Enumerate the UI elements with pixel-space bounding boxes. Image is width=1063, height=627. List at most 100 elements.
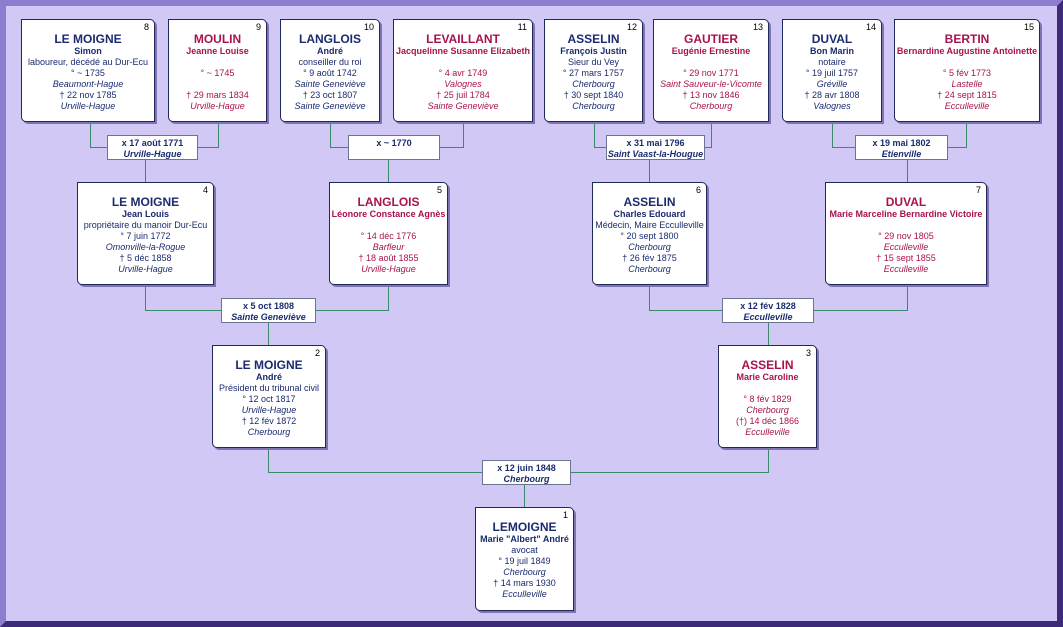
death-place: Urville-Hague bbox=[190, 101, 245, 111]
given-names: Marie Caroline bbox=[736, 372, 799, 382]
given-names: Simon bbox=[74, 46, 102, 56]
occupation: notaire bbox=[818, 57, 846, 67]
birth-date: ° 14 déc 1776 bbox=[360, 231, 417, 241]
surname: LEVAILLANT bbox=[426, 32, 500, 46]
birth-place: Omonville-la-Rogue bbox=[105, 242, 186, 252]
person-card-3[interactable]: 3 ASSELIN Marie Caroline ° 8 fév 1829 Ch… bbox=[718, 345, 817, 448]
person-card-12[interactable]: 12 ASSELIN François Justin Sieur du Vey … bbox=[544, 19, 643, 122]
death-date: † 22 nov 1785 bbox=[59, 90, 117, 100]
birth-place: Valognes bbox=[444, 79, 482, 89]
sosa-number: 4 bbox=[202, 185, 208, 195]
person-card-10[interactable]: 10 LANGLOIS André conseiller du roi ° 9 … bbox=[280, 19, 380, 122]
death-place: Ecculleville bbox=[502, 589, 547, 599]
person-card-2[interactable]: 2 LE MOIGNE André Président du tribunal … bbox=[212, 345, 326, 448]
surname: ASSELIN bbox=[623, 195, 676, 209]
occupation: Médecin, Maire Ecculleville bbox=[595, 220, 704, 230]
marriage-box: x 5 oct 1808 Sainte Geneviève bbox=[221, 298, 316, 323]
birth-date: ° 19 juil 1757 bbox=[805, 68, 859, 78]
birth-date: ° 8 fév 1829 bbox=[743, 394, 792, 404]
given-names: Jacquelinne Susanne Elizabeth bbox=[395, 46, 531, 56]
marriage-box: x ~ 1770 bbox=[348, 135, 440, 160]
person-card-11[interactable]: 11 LEVAILLANT Jacquelinne Susanne Elizab… bbox=[393, 19, 533, 122]
death-place: Sainte Geneviève bbox=[427, 101, 499, 111]
marriage-box: x 17 août 1771 Urville-Hague bbox=[107, 135, 198, 160]
death-date: † 29 mars 1834 bbox=[186, 90, 249, 100]
marriage-place: Etienville bbox=[881, 149, 922, 159]
sosa-number: 9 bbox=[255, 22, 261, 32]
death-date: † 25 juil 1784 bbox=[436, 90, 490, 100]
occupation: Sieur du Vey bbox=[567, 57, 620, 67]
marriage-place: Urville-Hague bbox=[123, 149, 182, 159]
birth-place: Lastelle bbox=[951, 79, 983, 89]
death-place: Sainte Geneviève bbox=[294, 101, 366, 111]
death-date: † 24 sept 1815 bbox=[937, 90, 997, 100]
marriage-date: x 5 oct 1808 bbox=[242, 301, 295, 311]
marriage-date: x ~ 1770 bbox=[376, 138, 412, 148]
birth-date: ° ~ 1735 bbox=[71, 68, 105, 78]
birth-date: ° 7 juin 1772 bbox=[120, 231, 171, 241]
death-date: † 30 sept 1840 bbox=[563, 90, 624, 100]
sosa-number: 14 bbox=[865, 22, 876, 32]
given-names: Léonore Constance Agnès bbox=[331, 209, 446, 219]
person-card-4[interactable]: 4 LE MOIGNE Jean Louis propriétaire du m… bbox=[77, 182, 214, 285]
person-card-6[interactable]: 6 ASSELIN Charles Edouard Médecin, Maire… bbox=[592, 182, 707, 285]
sosa-number: 12 bbox=[626, 22, 637, 32]
birth-place: Urville-Hague bbox=[241, 405, 297, 415]
death-place: Cherbourg bbox=[247, 427, 291, 437]
surname: DUVAL bbox=[811, 32, 853, 46]
sosa-number: 15 bbox=[1023, 22, 1034, 32]
birth-date: ° 4 avr 1749 bbox=[438, 68, 488, 78]
birth-place: Gréville bbox=[816, 79, 848, 89]
person-card-8[interactable]: 8 LE MOIGNE Simon laboureur, décédé au D… bbox=[21, 19, 155, 122]
given-names: Eugénie Ernestine bbox=[671, 46, 751, 56]
surname: LE MOIGNE bbox=[54, 32, 122, 46]
person-card-15[interactable]: 15 BERTIN Bernardine Augustine Antoinett… bbox=[894, 19, 1040, 122]
death-date: (†) 14 déc 1866 bbox=[735, 416, 800, 426]
surname: GAUTIER bbox=[684, 32, 738, 46]
birth-place: Barfleur bbox=[372, 242, 405, 252]
given-names: Marie Marceline Bernardine Victoire bbox=[829, 209, 983, 219]
marriage-date: x 17 août 1771 bbox=[121, 138, 184, 148]
marriage-box: x 31 mai 1796 Saint Vaast-la-Hougue bbox=[606, 135, 705, 160]
marriage-date: x 12 juin 1848 bbox=[497, 463, 556, 473]
person-card-7[interactable]: 7 DUVAL Marie Marceline Bernardine Victo… bbox=[825, 182, 987, 285]
surname: LANGLOIS bbox=[299, 32, 361, 46]
surname: LANGLOIS bbox=[357, 195, 420, 209]
birth-date: ° 19 juil 1849 bbox=[498, 556, 551, 566]
person-card-9[interactable]: 9 MOULIN Jeanne Louise ° ~ 1745 † 29 mar… bbox=[168, 19, 267, 122]
death-date: † 18 août 1855 bbox=[358, 253, 419, 263]
marriage-box: x 12 juin 1848 Cherbourg bbox=[482, 460, 571, 485]
surname: BERTIN bbox=[944, 32, 990, 46]
given-names: François Justin bbox=[560, 46, 627, 56]
death-date: † 12 fév 1872 bbox=[241, 416, 297, 426]
marriage-box: x 19 mai 1802 Etienville bbox=[855, 135, 948, 160]
death-date: † 15 sept 1855 bbox=[876, 253, 936, 263]
given-names: Jean Louis bbox=[121, 209, 169, 219]
marriage-date: x 31 mai 1796 bbox=[626, 138, 685, 148]
death-place: Urville-Hague bbox=[118, 264, 173, 274]
sosa-number: 5 bbox=[436, 185, 442, 195]
occupation: avocat bbox=[511, 545, 538, 555]
sosa-number: 10 bbox=[363, 22, 374, 32]
birth-place: Cherbourg bbox=[503, 567, 546, 577]
given-names: Charles Edouard bbox=[613, 209, 686, 219]
death-place: Cherbourg bbox=[572, 101, 615, 111]
birth-date: ° 29 nov 1805 bbox=[878, 231, 934, 241]
marriage-place: Ecculleville bbox=[743, 312, 793, 322]
sosa-number: 3 bbox=[805, 348, 811, 358]
sosa-number: 8 bbox=[143, 22, 149, 32]
person-card-1[interactable]: 1 LEMOIGNE Marie "Albert" André avocat °… bbox=[475, 507, 574, 611]
person-card-14[interactable]: 14 DUVAL Bon Marin notaire ° 19 juil 175… bbox=[782, 19, 882, 122]
surname: ASSELIN bbox=[567, 32, 620, 46]
death-date: † 26 fév 1875 bbox=[622, 253, 677, 263]
sosa-number: 6 bbox=[695, 185, 701, 195]
given-names: André bbox=[255, 372, 282, 382]
birth-place: Beaumont-Hague bbox=[52, 79, 124, 89]
person-card-5[interactable]: 5 LANGLOIS Léonore Constance Agnès ° 14 … bbox=[329, 182, 448, 285]
occupation: Président du tribunal civil bbox=[218, 383, 320, 393]
given-names: Jeanne Louise bbox=[186, 46, 249, 56]
birth-place: Ecculleville bbox=[883, 242, 929, 252]
death-place: Ecculleville bbox=[944, 101, 990, 111]
person-card-13[interactable]: 13 GAUTIER Eugénie Ernestine ° 29 nov 17… bbox=[653, 19, 769, 122]
given-names: Bon Marin bbox=[810, 46, 854, 56]
